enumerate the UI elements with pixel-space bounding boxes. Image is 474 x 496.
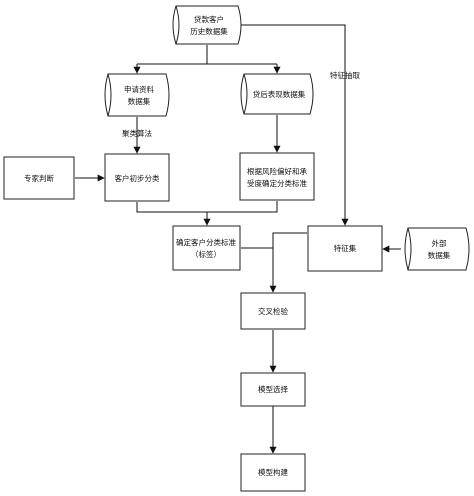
node-final-classification: 确定客户分类标准 （标签） (172, 225, 241, 271)
node-risk-preference-line-1: 根据风险偏好和承 (247, 166, 307, 176)
node-initial-classification-line-1: 客户初步分类 (115, 173, 160, 183)
edge-feature-to-junction (269, 232, 307, 293)
edge-label-feature-extraction: 特征抽取 (330, 70, 360, 80)
node-external-data: 外部 数据集 (404, 227, 470, 271)
node-application-data-line-2: 数据集 (128, 96, 151, 106)
node-initial-classification: 客户初步分类 (104, 153, 170, 202)
node-cross-check-line-1: 交叉检验 (258, 306, 288, 316)
node-loan-history-line-1: 贷款客户 (194, 14, 224, 24)
node-model-build-line-1: 模型构建 (258, 467, 288, 477)
node-external-data-line-2: 数据集 (428, 250, 451, 260)
node-model-selection: 模型选择 (240, 372, 306, 407)
node-application-data-line-1: 申请资料 (124, 84, 154, 94)
node-expert-judgment: 专家判断 (3, 156, 75, 200)
node-final-classification-line-2: （标签） (191, 249, 221, 259)
node-post-loan-data-line-1: 贷后表现数据集 (253, 89, 306, 99)
node-loan-history: 贷款客户 历史数据集 (172, 5, 242, 45)
node-feature-set: 特征集 (307, 225, 383, 272)
edge-label-clustering: 聚类算法 (122, 128, 152, 138)
node-application-data: 申请资料 数据集 (104, 73, 170, 117)
node-cross-check: 交叉检验 (240, 292, 306, 330)
edges (75, 24, 401, 454)
node-risk-preference: 根据风险偏好和承 受度确定分类标准 (239, 152, 315, 201)
node-feature-set-line-1: 特征集 (334, 243, 357, 253)
node-model-build: 模型构建 (240, 453, 306, 492)
node-model-selection-line-1: 模型选择 (258, 384, 288, 394)
node-loan-history-line-2: 历史数据集 (190, 26, 228, 36)
node-final-classification-line-1: 确定客户分类标准 (176, 237, 236, 247)
node-post-loan-data: 贷后表现数据集 (240, 73, 314, 115)
node-expert-judgment-line-1: 专家判断 (24, 173, 54, 183)
node-risk-preference-line-2: 受度确定分类标准 (247, 178, 307, 188)
node-external-data-line-1: 外部 (432, 238, 447, 248)
edge-history-to-feature-set (240, 24, 349, 226)
edge-initial-to-merge (136, 201, 278, 213)
